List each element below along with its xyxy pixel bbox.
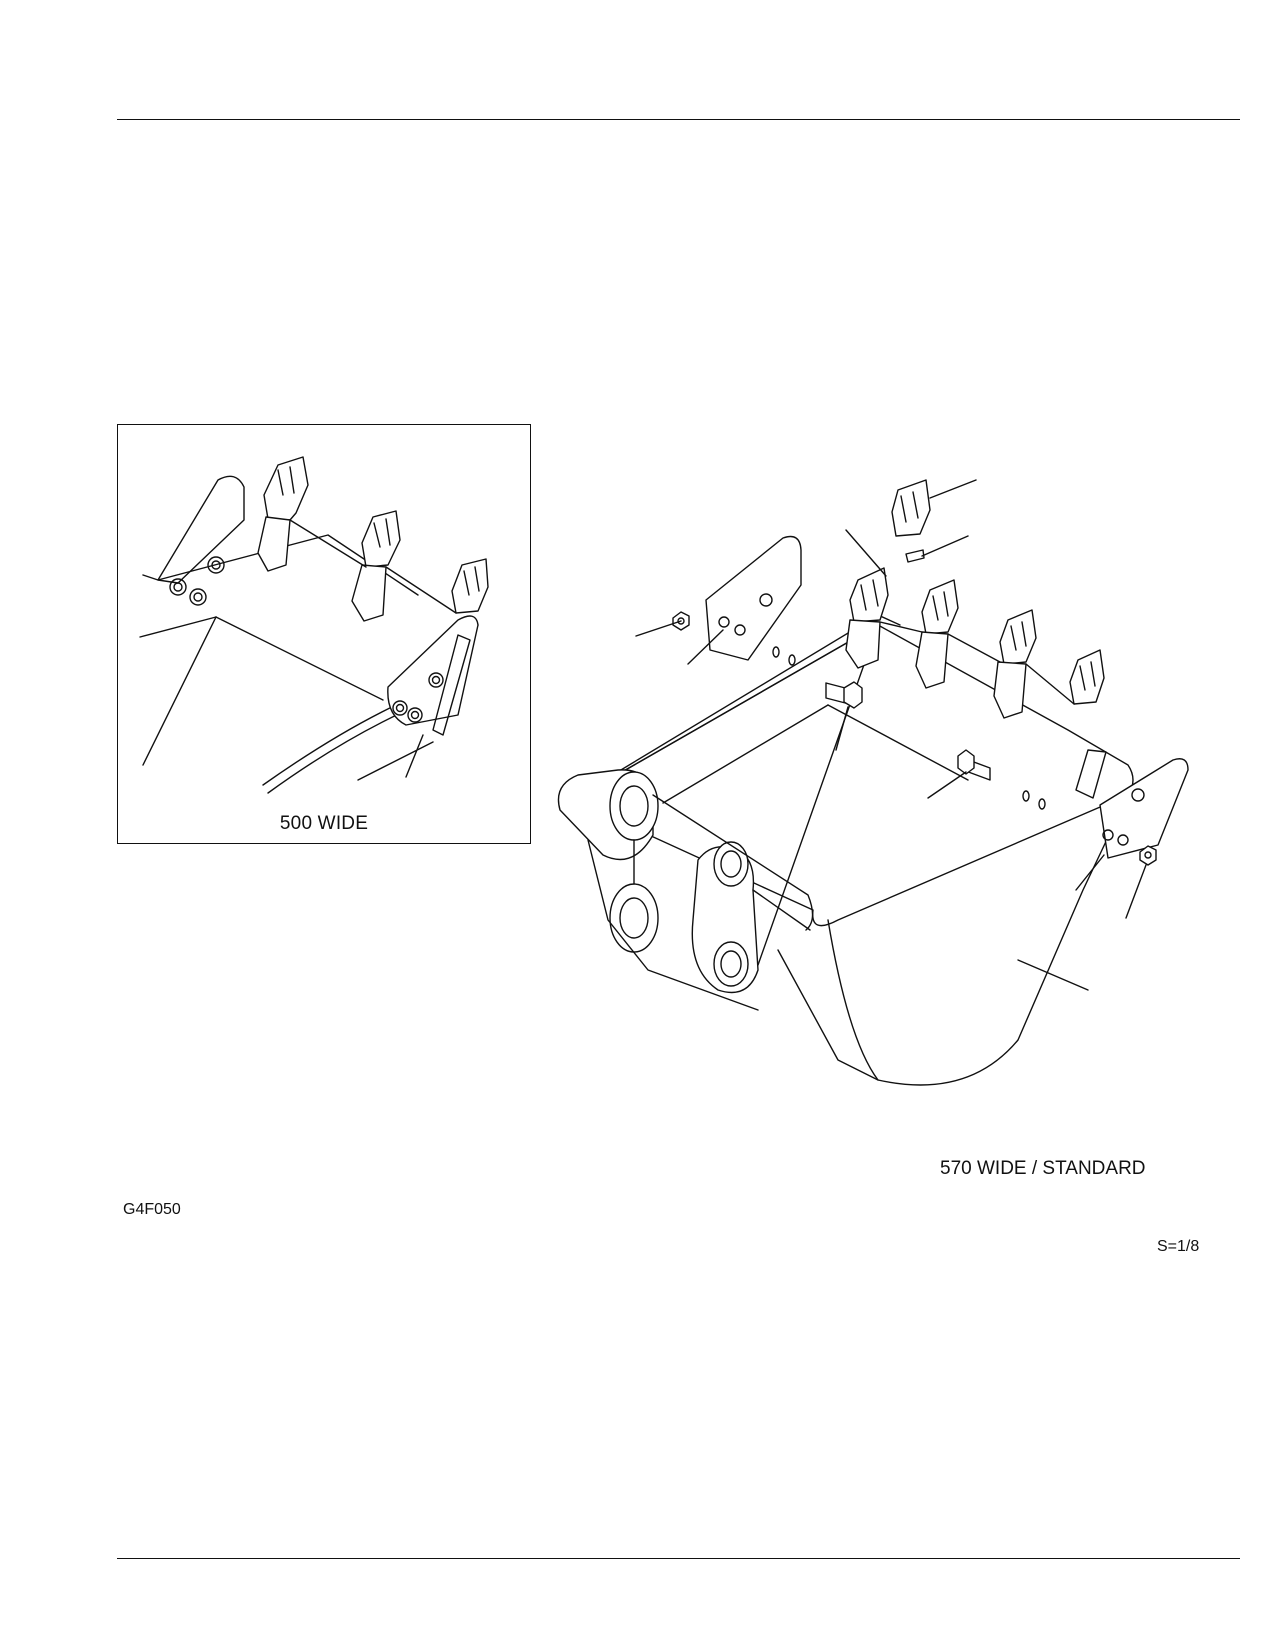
inset-caption: 500 WIDE xyxy=(279,813,369,834)
inset-500-wide: 500 WIDE xyxy=(117,424,531,844)
figure-code: G4F050 xyxy=(123,1201,181,1218)
bucket-570-drawing xyxy=(557,479,1189,1086)
header-rule xyxy=(117,119,1240,120)
footer-rule xyxy=(117,1558,1240,1559)
scale-label: S=1/8 xyxy=(1157,1238,1200,1255)
main-caption: 570 WIDE / STANDARD xyxy=(940,1158,1146,1179)
bucket-500-drawing xyxy=(139,456,489,794)
